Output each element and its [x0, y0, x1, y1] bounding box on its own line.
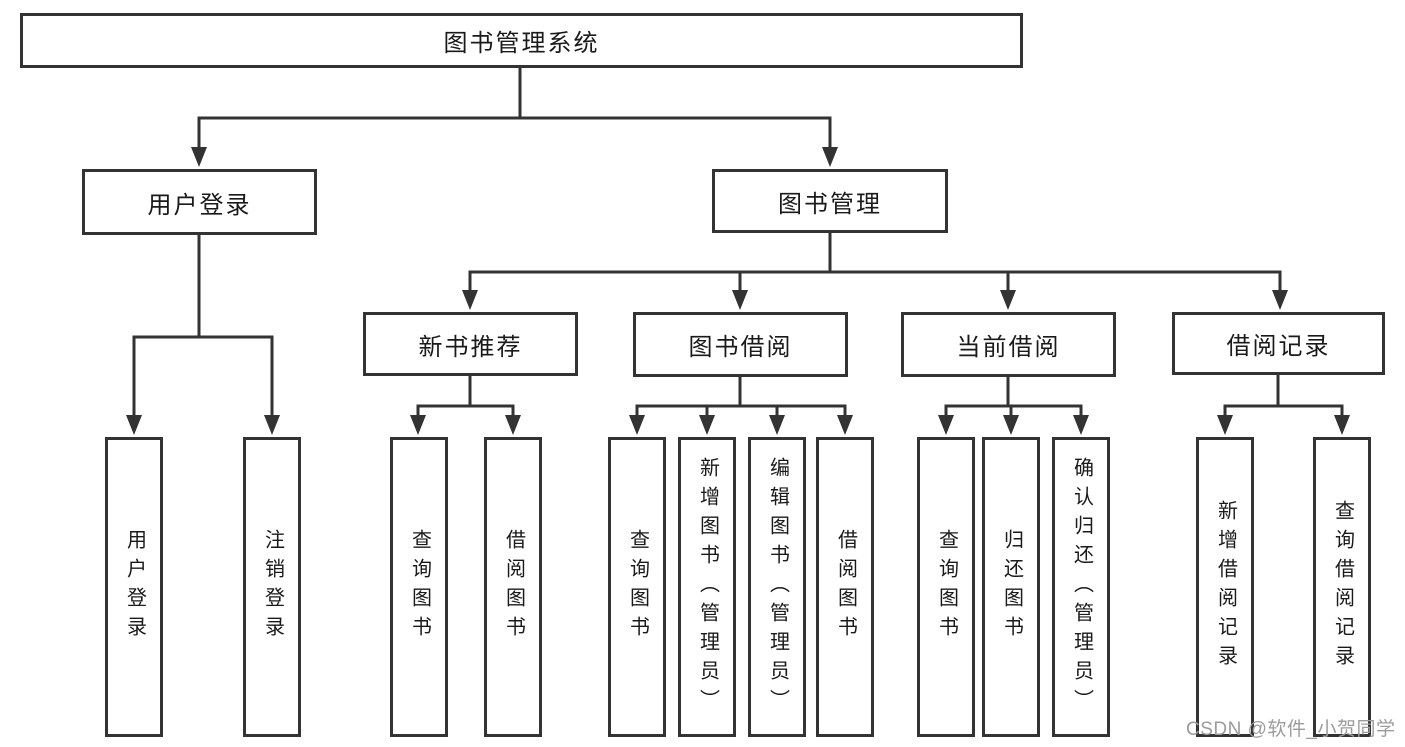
leaf-add-borrow-record: 新增借阅记录 — [1196, 437, 1254, 737]
leaf-label: 确认归还（管理员） — [1070, 456, 1093, 718]
leaf-label: 归还图书 — [1000, 529, 1023, 645]
leaf-borrow-books-recommend: 借阅图书 — [484, 437, 542, 737]
leaf-user-login: 用户登录 — [105, 437, 163, 737]
leaf-confirm-return-admin: 确认归还（管理员） — [1052, 437, 1110, 737]
leaf-label: 新增借阅记录 — [1214, 500, 1237, 674]
leaf-label: 查询借阅记录 — [1331, 500, 1354, 674]
leaf-logout: 注销登录 — [243, 437, 301, 737]
watermark-text: CSDN @软件_小贺同学 — [1186, 719, 1396, 740]
leaf-label: 用户登录 — [123, 529, 146, 645]
leaf-borrow-books: 借阅图书 — [816, 437, 874, 737]
leaf-label: 查询图书 — [935, 529, 958, 645]
leaf-label: 借阅图书 — [502, 529, 525, 645]
leaf-return-books: 归还图书 — [982, 437, 1040, 737]
node-current-borrow: 当前借阅 — [901, 312, 1116, 377]
leaf-label: 查询图书 — [626, 529, 649, 645]
leaf-add-books-admin: 新增图书（管理员） — [678, 437, 736, 737]
leaf-query-books-recommend: 查询图书 — [390, 437, 448, 737]
leaf-label: 查询图书 — [408, 529, 431, 645]
node-borrow-records: 借阅记录 — [1172, 312, 1385, 375]
leaf-label: 新增图书（管理员） — [696, 456, 719, 718]
node-user-login: 用户登录 — [82, 169, 317, 235]
leaf-label: 借阅图书 — [834, 529, 857, 645]
leaf-label: 编辑图书（管理员） — [766, 456, 789, 718]
leaf-query-books-current: 查询图书 — [917, 437, 975, 737]
node-book-borrow: 图书借阅 — [633, 312, 848, 377]
leaf-query-borrow-record: 查询借阅记录 — [1313, 437, 1371, 737]
node-book-management: 图书管理 — [712, 169, 948, 233]
node-new-book-recommend: 新书推荐 — [363, 312, 578, 376]
leaf-query-books-borrow: 查询图书 — [608, 437, 666, 737]
leaf-edit-books-admin: 编辑图书（管理员） — [748, 437, 806, 737]
node-root: 图书管理系统 — [20, 13, 1023, 68]
leaf-label: 注销登录 — [261, 529, 284, 645]
arrowheads — [126, 147, 1350, 435]
